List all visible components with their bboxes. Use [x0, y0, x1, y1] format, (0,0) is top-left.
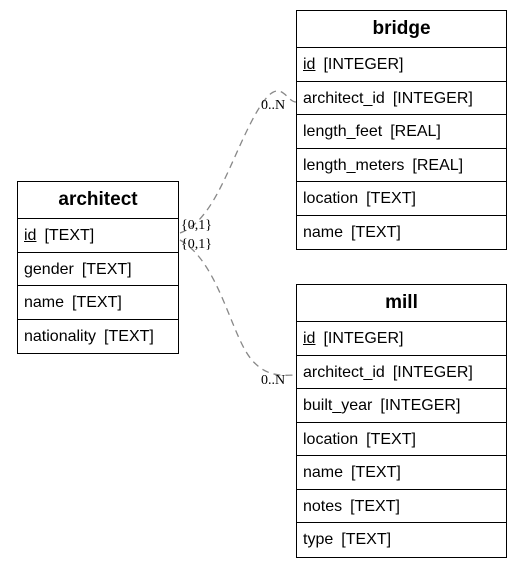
column-architect-id: architect_id [INTEGER]	[297, 356, 506, 389]
relationship-architect-bridge	[179, 90, 297, 234]
column-name: notes	[303, 497, 343, 515]
column-name: type	[303, 531, 334, 548]
column-type: [TEXT]	[366, 190, 416, 207]
column-type: [INTEGER]	[392, 363, 473, 381]
column-id: id [INTEGER]	[297, 48, 506, 82]
column-type: [REAL]	[412, 156, 464, 174]
column-name: length_meters	[303, 156, 405, 174]
column-name: name	[303, 464, 344, 481]
entity-mill: mill id [INTEGER] architect_id [INTEGER] b…	[296, 284, 507, 558]
column-name: location	[303, 430, 359, 448]
column-name: id	[303, 56, 316, 73]
column-name: id	[303, 330, 316, 347]
column-type-field: type [TEXT]	[297, 523, 506, 557]
column-name: architect_id	[303, 89, 385, 107]
column-name: name	[303, 223, 344, 241]
cardinality-architect-mill-from: {0,1}	[181, 237, 212, 252]
column-type: [TEXT]	[351, 223, 401, 241]
column-built-year: built_year [INTEGER]	[297, 389, 506, 423]
column-gender: gender [TEXT]	[18, 253, 178, 286]
column-name-field: name [TEXT]	[18, 286, 178, 320]
column-name-field: name [TEXT]	[297, 216, 506, 250]
entity-title: mill	[297, 285, 506, 322]
column-type: [INTEGER]	[323, 56, 404, 73]
column-type: [INTEGER]	[380, 397, 461, 414]
column-id: id [INTEGER]	[297, 322, 506, 356]
relationship-architect-mill	[179, 239, 297, 376]
cardinality-mill-to: 0..N	[261, 373, 285, 388]
column-type: [TEXT]	[44, 227, 95, 244]
column-type: [TEXT]	[81, 260, 132, 278]
cardinality-bridge-to: 0..N	[261, 98, 285, 113]
column-type: [TEXT]	[104, 327, 154, 345]
column-notes: notes [TEXT]	[297, 490, 506, 523]
column-type: [INTEGER]	[392, 89, 473, 107]
column-type: [REAL]	[390, 123, 441, 140]
column-name: nationality	[24, 327, 97, 345]
column-location: location [TEXT]	[297, 182, 506, 216]
column-type: [TEXT]	[366, 430, 416, 448]
column-name: location	[303, 190, 359, 207]
column-type: [TEXT]	[72, 294, 122, 311]
column-id: id [TEXT]	[18, 219, 178, 253]
cardinality-architect-bridge-from: {0,1}	[181, 218, 212, 233]
column-location: location [TEXT]	[297, 423, 506, 456]
column-name: id	[24, 227, 37, 244]
column-nationality: nationality [TEXT]	[18, 320, 178, 354]
entity-architect: architect id [TEXT] gender [TEXT] name [TEX…	[17, 181, 179, 354]
entity-title: bridge	[297, 11, 506, 48]
column-length-meters: length_meters [REAL]	[297, 149, 506, 182]
column-type: [TEXT]	[351, 464, 401, 481]
column-name: built_year	[303, 397, 373, 414]
entity-title: architect	[18, 182, 178, 219]
entity-bridge: bridge id [INTEGER] architect_id [INTEGER]…	[296, 10, 507, 250]
column-name: name	[24, 294, 65, 311]
column-name: architect_id	[303, 363, 385, 381]
column-type: [INTEGER]	[323, 330, 404, 347]
column-name: length_feet	[303, 123, 383, 140]
column-architect-id: architect_id [INTEGER]	[297, 82, 506, 115]
column-type: [TEXT]	[350, 497, 400, 515]
column-name: gender	[24, 260, 74, 278]
column-type: [TEXT]	[341, 531, 392, 548]
column-name-field: name [TEXT]	[297, 456, 506, 490]
column-length-feet: length_feet [REAL]	[297, 115, 506, 149]
